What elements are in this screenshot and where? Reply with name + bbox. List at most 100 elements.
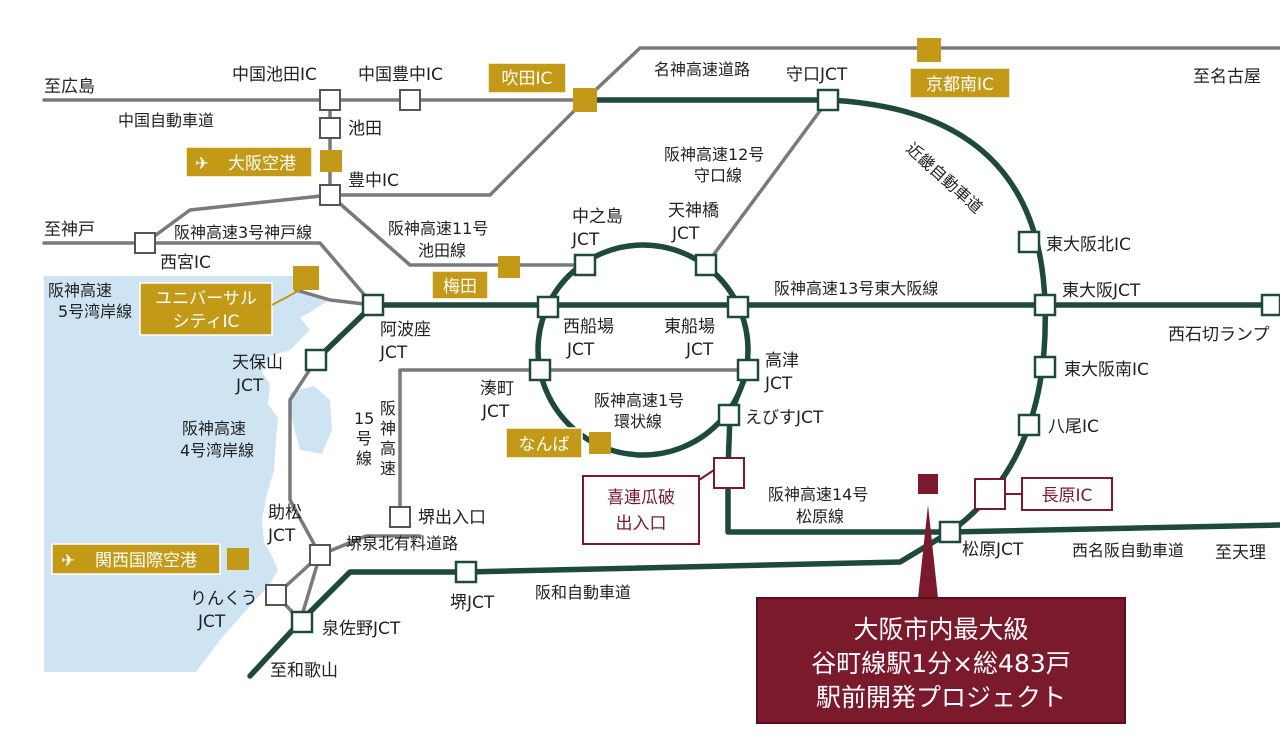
label-nishisenba-1: 西船場: [563, 317, 614, 337]
label-tenjinbashi-1: 天神橋: [668, 201, 719, 221]
airplane-icon: ✈: [61, 551, 75, 571]
usj-ic-marker: [293, 266, 319, 290]
label-rinku-1: りんくう: [190, 589, 258, 609]
dest-wakayama: 至和歌山: [270, 661, 338, 681]
label-toyonaka-ic: 豊中IC: [348, 171, 399, 191]
izumisano-jct-marker: [290, 610, 314, 634]
label-rinku-2: JCT: [197, 612, 226, 632]
moriguchi-jct-marker: [816, 88, 840, 112]
minatomachi-jct-marker: [528, 358, 552, 382]
callout-box: [756, 597, 1126, 724]
route-hanshin5-1: 阪神高速: [48, 281, 112, 300]
road-hanshin3: [42, 193, 332, 245]
label-nakanoshima-2: JCT: [571, 230, 600, 250]
higashiosaka-minami-marker: [1033, 355, 1057, 379]
road-hanshin5: [294, 288, 375, 307]
sukematsu-jct-marker: [309, 544, 331, 566]
osaka-airport-label-box: [185, 146, 313, 178]
usj-connector: [271, 289, 301, 306]
matsubara-jct-marker: [938, 520, 962, 544]
route-hanshin12-2: 守口線: [694, 166, 742, 185]
road-hanshin4: [288, 358, 322, 557]
route-hanwa: 阪和自動車道: [535, 583, 631, 602]
dest-nagoya: 至名古屋: [1193, 67, 1261, 87]
label-minatomachi-2: JCT: [481, 402, 510, 422]
route-hanshin15-e: 15: [354, 409, 374, 428]
label-awaza-2: JCT: [379, 343, 408, 363]
label-higashisenba-1: 東船場: [664, 317, 715, 337]
tenjinbashi-jct-marker: [694, 253, 718, 277]
road-kinki: [582, 97, 1048, 535]
dest-hiroshima: 至広島: [44, 77, 95, 97]
label-yao-ic: 八尾IC: [1048, 417, 1099, 437]
label-nishisenba-2: JCT: [566, 340, 595, 360]
road-toyonaka-suita: [328, 98, 587, 197]
suita-ic-label: 吹田IC: [502, 69, 553, 89]
route-hanshin11-2: 池田線: [418, 241, 466, 260]
kyoto-minami-marker: [917, 38, 941, 62]
osaka-airport-marker: [320, 150, 342, 172]
route-kinki: 近畿自動車道: [902, 139, 986, 217]
nishisenba-jct-marker: [536, 295, 560, 319]
label-chugoku-toyonaka: 中国豊中IC: [358, 65, 443, 85]
label-nishiishikiri: 西石切ランプ: [1168, 325, 1270, 345]
label-higashiosaka-minami: 東大阪南IC: [1064, 360, 1149, 380]
label-kozu-1: 高津: [765, 351, 799, 371]
nishinomiya-marker: [134, 232, 156, 254]
label-sukematsu-1: 助松: [268, 503, 302, 523]
kireuriwari-label-box: [582, 475, 700, 545]
label-tenjinbashi-2: JCT: [671, 224, 700, 244]
route-hanshin3: 阪神高速3号神戸線: [174, 223, 312, 242]
route-hanshin1-1: 阪神高速1号: [594, 391, 684, 410]
toyonaka-ic-marker: [319, 184, 341, 206]
label-minatomachi-1: 湊町: [480, 379, 514, 399]
namba-marker: [589, 432, 611, 454]
route-hanshin15-f: 号: [356, 429, 372, 448]
namba-label-box: [505, 427, 583, 459]
awaza-jct-marker: [361, 293, 385, 317]
label-izumisano-jct: 泉佐野JCT: [322, 619, 401, 639]
route-hanshin15-g: 線: [356, 449, 372, 468]
road-hanshin12: [704, 98, 830, 267]
kansai-airport-label-box: [51, 543, 221, 575]
sakai-jct-marker: [454, 560, 478, 584]
route-hanshin12-1: 阪神高速12号: [664, 145, 764, 164]
kyoto-minami-label: 京都南IC: [926, 75, 994, 95]
osaka-airport-label: 大阪空港: [228, 154, 296, 174]
usj-ic-label-1: ユニバーサル: [155, 289, 257, 309]
chugoku-toyonaka-marker: [399, 89, 421, 111]
yao-ic-marker: [1017, 413, 1041, 437]
kireuriwari-connector: [698, 469, 715, 481]
chugoku-ikeda-marker: [319, 89, 341, 111]
sakaide-marker: [389, 506, 411, 528]
road-meishin: [583, 46, 1280, 102]
label-ebisu-jct: えびすJCT: [745, 408, 824, 428]
kireuriwari-marker: [713, 457, 745, 489]
umeda-label-box: [431, 270, 489, 300]
label-chugoku-ikeda: 中国池田IC: [232, 65, 317, 85]
kyoto-minami-label-box: [909, 67, 1011, 99]
route-hanshin14-1: 阪神高速14号: [768, 485, 868, 504]
route-hanshin13: 阪神高速13号東大阪線: [774, 279, 938, 298]
nagahara-ic-label: 長原IC: [1042, 486, 1093, 506]
nagahara-ic-marker: [974, 478, 1006, 510]
rinku-jct-marker: [265, 584, 287, 606]
route-chugoku: 中国自動車道: [118, 111, 214, 130]
nagahara-ic-label-box: [1021, 477, 1113, 511]
callout-pointer: [918, 505, 938, 598]
kireuriwari-label-2: 出入口: [616, 514, 667, 534]
route-hanshin1-2: 環状線: [614, 412, 662, 431]
kansai-airport-label: 関西国際空港: [95, 551, 197, 571]
higashiosaka-jct-marker: [1033, 293, 1057, 317]
label-moriguchi-jct: 守口JCT: [786, 65, 848, 85]
label-tempozan-1: 天保山: [232, 353, 283, 373]
namba-label: なんば: [519, 435, 570, 455]
suita-ic-marker: [573, 88, 597, 112]
road-sakaisenboku: [318, 534, 422, 557]
label-higashiosaka-kita: 東大阪北IC: [1046, 235, 1131, 255]
higashisenba-jct-marker: [726, 295, 750, 319]
kireuriwari-label-1: 喜連瓜破: [607, 488, 675, 508]
label-nakanoshima-1: 中之島: [572, 207, 623, 227]
road-nishimeihan: [947, 522, 1280, 535]
